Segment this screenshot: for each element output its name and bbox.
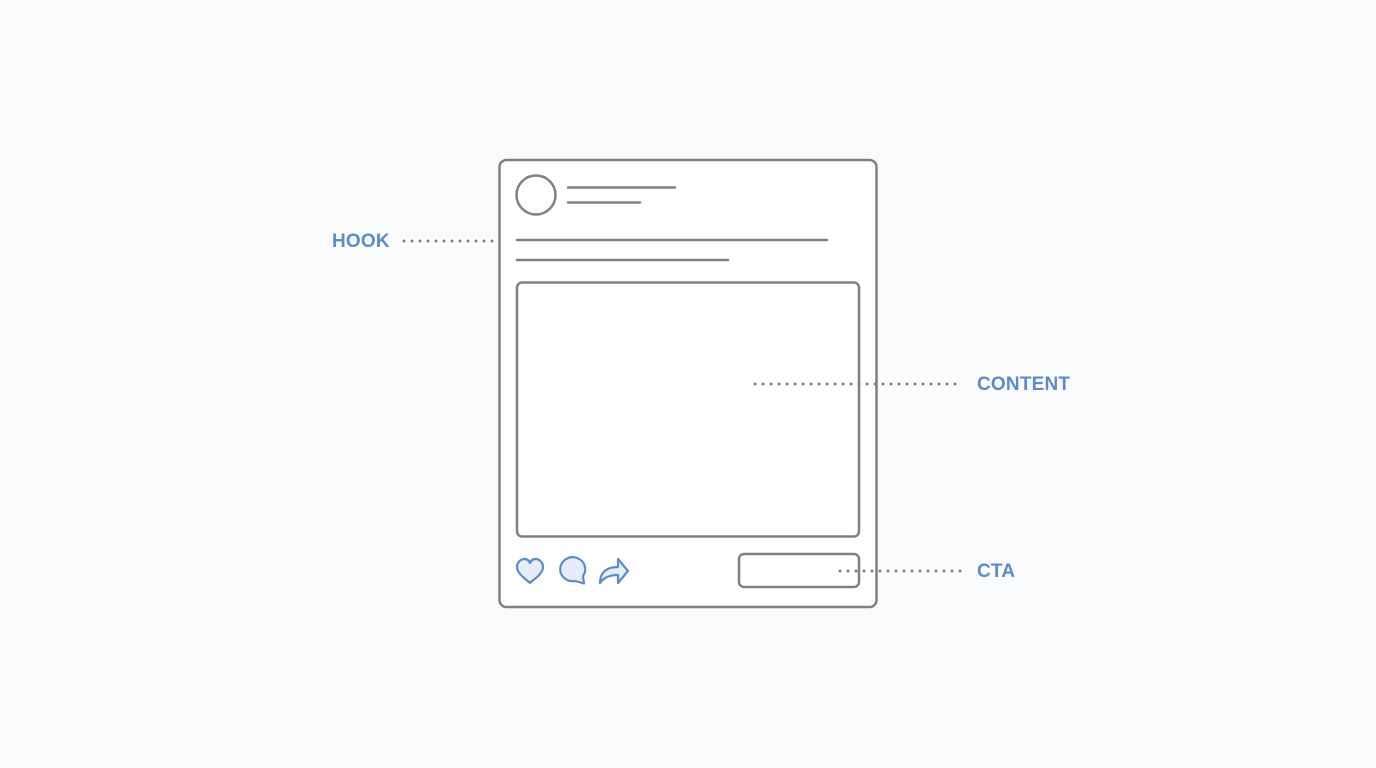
- heart-icon[interactable]: [515, 557, 545, 585]
- hook-label: HOOK: [332, 231, 390, 252]
- cta-label: CTA: [977, 561, 1016, 582]
- content-label: CONTENT: [977, 374, 1071, 395]
- comment-icon[interactable]: [559, 556, 587, 585]
- avatar-placeholder: [515, 174, 557, 216]
- share-icon[interactable]: [598, 557, 630, 585]
- content-area-frame: [515, 281, 861, 538]
- cta-button[interactable]: [737, 552, 861, 589]
- post-card-frame: [498, 158, 878, 609]
